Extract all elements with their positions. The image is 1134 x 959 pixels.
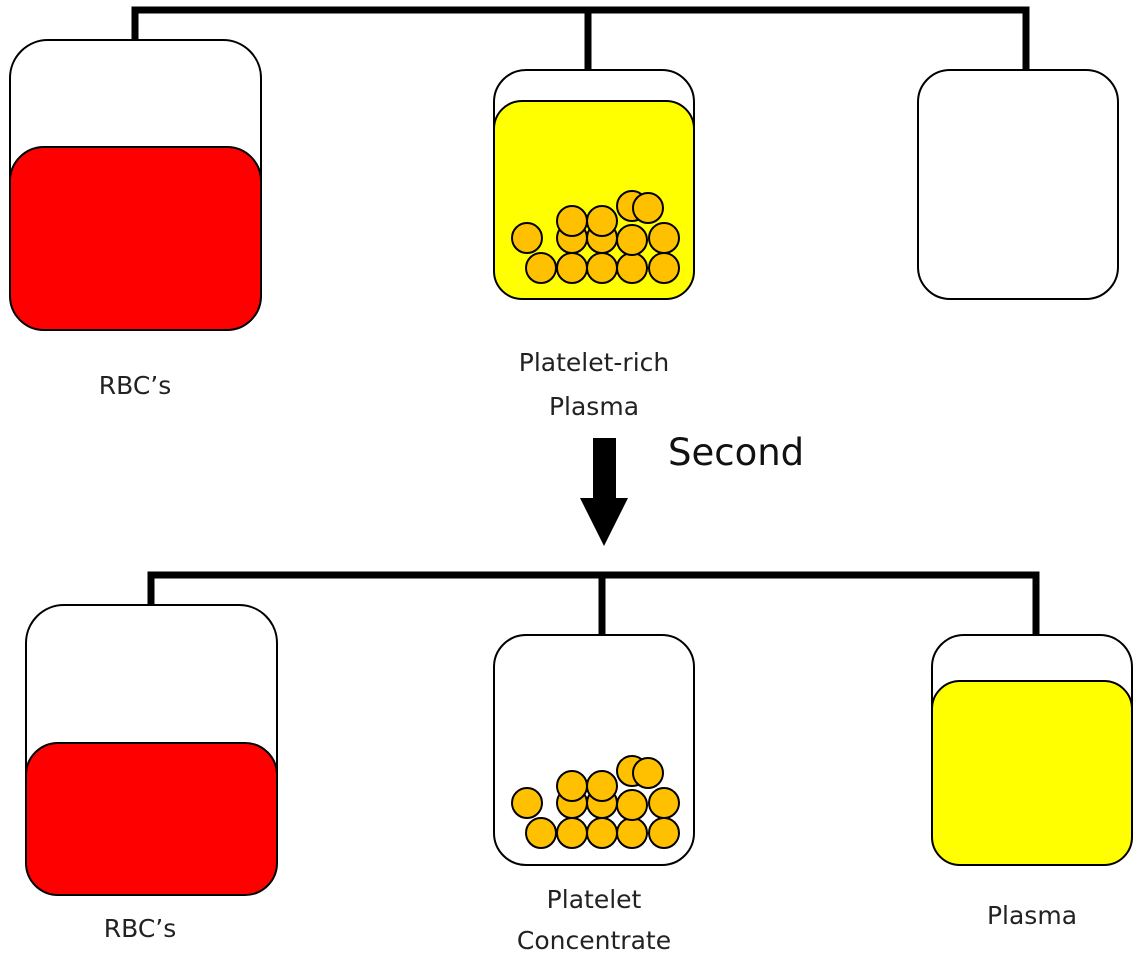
platelet [525,817,557,849]
top-rbc-label: RBC’s [98,371,172,400]
top-empty-container [917,69,1119,300]
bottom-plasma-container [931,634,1133,866]
bottom-pc-label-line1: Platelet [546,885,642,914]
platelet [616,817,648,849]
platelet [586,252,618,284]
platelet [586,770,618,802]
top-platelet-cluster [511,190,680,284]
platelet [616,789,648,821]
top-rbc-container [9,39,262,331]
top-prp-container [493,69,695,300]
bottom-rbc-container [25,604,278,896]
bottom-rbc-fill [25,742,278,896]
platelet [511,222,543,254]
platelet [616,224,648,256]
platelet [648,817,680,849]
top-rbc-fill [9,146,262,331]
top-prp-label-line2: Plasma [548,392,640,421]
top-bracket [131,6,1030,74]
platelet [586,817,618,849]
bottom-plasma-fill [931,680,1133,866]
platelet [632,192,664,224]
platelet [648,787,680,819]
platelet [648,222,680,254]
platelet [511,787,543,819]
platelet [616,252,648,284]
platelet [556,770,588,802]
top-prp-label-line1: Platelet-rich [518,348,670,377]
platelet [586,205,618,237]
bottom-pc-container [493,634,695,866]
bottom-plasma-label: Plasma [986,901,1078,930]
down-arrow [580,438,628,546]
platelet [556,817,588,849]
bottom-pc-label-line2: Concentrate [516,926,672,955]
bottom-platelet-cluster [511,755,680,849]
bottom-rbc-label: RBC’s [103,914,177,943]
platelet [632,757,664,789]
platelet [525,252,557,284]
platelet [648,252,680,284]
platelet [556,205,588,237]
platelet [556,252,588,284]
centrifugation-step-label: Second [668,431,805,474]
bottom-bracket [147,571,1040,639]
